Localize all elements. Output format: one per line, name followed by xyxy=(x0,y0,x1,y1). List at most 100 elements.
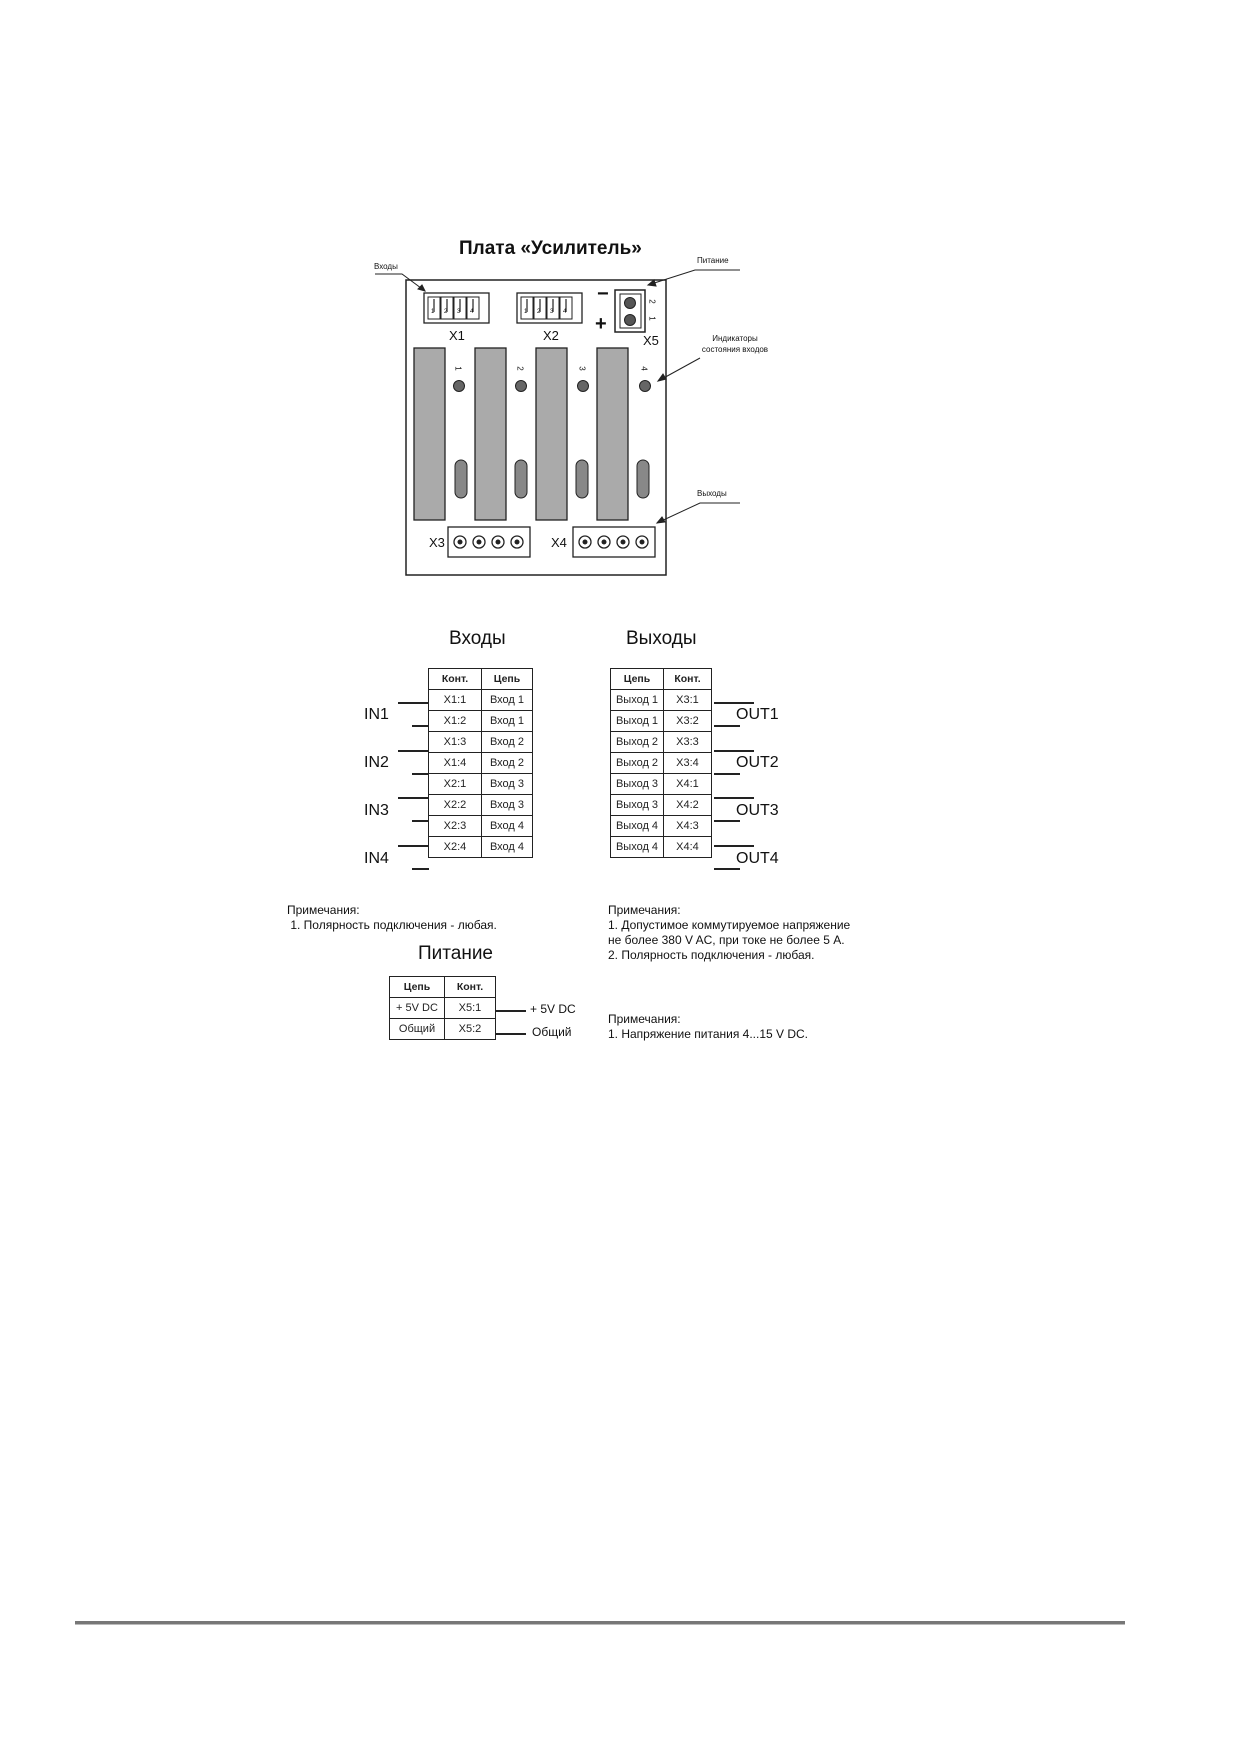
outputs-col-circuit: Цепь xyxy=(610,668,664,690)
x1-pin-3: 3 xyxy=(457,309,461,315)
connector-x1 xyxy=(423,292,490,324)
outputs-circuit-1: Выход 1 xyxy=(610,689,664,711)
footer-divider xyxy=(75,1621,1125,1625)
inputs-circuit-5: Вход 3 xyxy=(481,773,533,795)
led-number-1: 1 xyxy=(453,366,463,371)
power-contact-1: X5:1 xyxy=(444,997,496,1019)
outputs-heading: Выходы xyxy=(626,628,697,649)
relay-3 xyxy=(535,347,589,521)
outputs-circuit-6: Выход 3 xyxy=(610,794,664,816)
inputs-circuit-3: Вход 2 xyxy=(481,731,533,753)
outputs-contact-1: X3:1 xyxy=(663,689,712,711)
output-wire xyxy=(714,868,740,870)
connector-x5 xyxy=(614,289,646,333)
connector-x3-label: X3 xyxy=(429,535,445,550)
callout-power-label: Питание xyxy=(697,256,729,265)
connector-x4-label: X4 xyxy=(551,535,567,550)
output-wire xyxy=(714,702,754,704)
x1-pin-1: 1 xyxy=(431,309,435,315)
polarity-plus: + xyxy=(595,313,607,335)
signal-out3: OUT3 xyxy=(736,802,779,819)
outputs-contact-3: X3:3 xyxy=(663,731,712,753)
inputs-circuit-4: Вход 2 xyxy=(481,752,533,774)
signal-in1: IN1 xyxy=(364,706,389,723)
led-number-4: 4 xyxy=(639,366,649,371)
connector-x5-label: X5 xyxy=(643,333,659,348)
power-heading: Питание xyxy=(418,943,493,964)
signal-in2: IN2 xyxy=(364,754,389,771)
outputs-col-contact: Конт. xyxy=(663,668,712,690)
output-wire xyxy=(714,773,740,775)
connector-x3 xyxy=(447,526,531,558)
inputs-contact-2: X1:2 xyxy=(428,710,482,732)
output-wire xyxy=(714,750,754,752)
inputs-heading: Входы xyxy=(449,628,506,649)
connector-x2 xyxy=(516,292,583,324)
power-contact-2: X5:2 xyxy=(444,1018,496,1040)
inputs-circuit-6: Вход 3 xyxy=(481,794,533,816)
signal-out4: OUT4 xyxy=(736,850,779,867)
power-circuit-2: Общий xyxy=(389,1018,445,1040)
polarity-minus: − xyxy=(597,283,609,305)
output-wire xyxy=(714,797,754,799)
outputs-contact-2: X3:2 xyxy=(663,710,712,732)
output-wire xyxy=(714,725,740,727)
inputs-contact-3: X1:3 xyxy=(428,731,482,753)
input-wire xyxy=(412,725,429,727)
x1-pin-2: 2 xyxy=(444,309,448,315)
outputs-contact-6: X4:2 xyxy=(663,794,712,816)
signal-in3: IN3 xyxy=(364,802,389,819)
input-wire xyxy=(412,868,429,870)
connector-x2-label: X2 xyxy=(543,328,559,343)
led-number-3: 3 xyxy=(577,366,587,371)
connector-x4 xyxy=(572,526,656,558)
x2-pin-3: 3 xyxy=(550,309,554,315)
x2-pin-4: 4 xyxy=(563,309,567,315)
inputs-col-circuit: Цепь xyxy=(481,668,533,690)
inputs-contact-6: X2:2 xyxy=(428,794,482,816)
x2-pin-2: 2 xyxy=(537,309,541,315)
inputs-contact-7: X2:3 xyxy=(428,815,482,837)
led-4 xyxy=(639,380,651,392)
callout-inputs-label: Входы xyxy=(374,262,398,271)
signal-in4: IN4 xyxy=(364,850,389,867)
outputs-circuit-7: Выход 4 xyxy=(610,815,664,837)
board-outline xyxy=(405,279,667,576)
callout-outputs-label: Выходы xyxy=(697,489,727,498)
outputs-circuit-2: Выход 1 xyxy=(610,710,664,732)
power-wire-plus xyxy=(496,1010,526,1012)
power-col-circuit: Цепь xyxy=(389,976,445,998)
led-3 xyxy=(577,380,589,392)
inputs-contact-8: X2:4 xyxy=(428,836,482,858)
inputs-circuit-1: Вход 1 xyxy=(481,689,533,711)
x1-pin-4: 4 xyxy=(470,309,474,315)
x2-pin-1: 1 xyxy=(524,309,528,315)
connector-x1-label: X1 xyxy=(449,328,465,343)
outputs-circuit-8: Выход 4 xyxy=(610,836,664,858)
relay-4 xyxy=(596,347,650,521)
callout-indicators-label: Индикаторы состояния входов xyxy=(701,334,769,354)
power-signal-plus: + 5V DC xyxy=(530,1002,576,1016)
output-wire xyxy=(714,845,754,847)
inputs-contact-5: X2:1 xyxy=(428,773,482,795)
output-wire xyxy=(714,820,740,822)
inputs-circuit-7: Вход 4 xyxy=(481,815,533,837)
input-wire xyxy=(412,820,429,822)
input-wire xyxy=(412,773,429,775)
led-2 xyxy=(515,380,527,392)
